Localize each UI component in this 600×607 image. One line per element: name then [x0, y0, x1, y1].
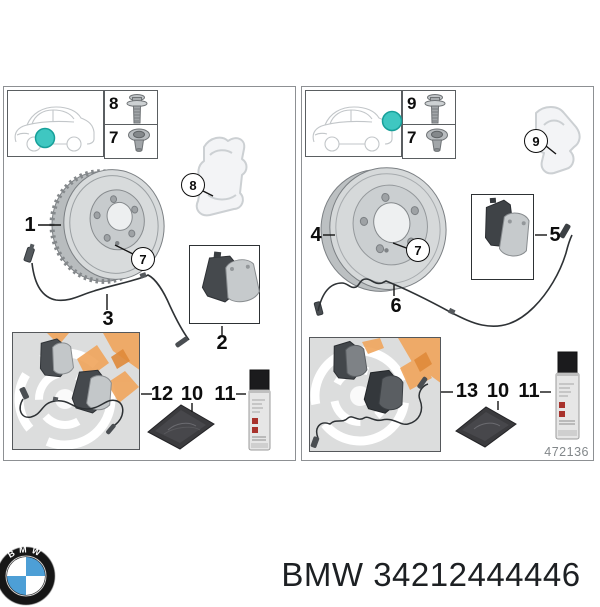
diagram-code: 472136	[544, 445, 589, 459]
bmw-roundel-logo: BMW	[0, 545, 56, 606]
callout-disc: 1	[24, 214, 36, 236]
front-brake-diagram-panel: 8 7 8 7 1 2 3 12 10 11	[3, 86, 296, 461]
inset-label-screw: 7	[407, 128, 417, 147]
callout-circle-set-screw: 7	[406, 238, 430, 262]
fastener-inset-bottom-cell	[402, 124, 456, 159]
callout-disc: 4	[310, 224, 322, 246]
callout-paste: 10	[486, 380, 510, 402]
callout-repair-kit: 12	[150, 383, 174, 405]
inset-label-bolt: 9	[407, 94, 417, 113]
kit-wear-sensor-wire	[310, 376, 429, 448]
repair-kit-illustration	[310, 338, 440, 448]
repair-kit-box	[12, 332, 140, 450]
repair-kit-box	[309, 337, 441, 452]
fastener-inset-bottom-cell	[104, 124, 158, 159]
callout-spray: 11	[518, 380, 540, 402]
repair-kit-illustration	[14, 333, 139, 449]
spray-can	[555, 351, 580, 440]
callout-circle-carrier: 9	[524, 129, 548, 153]
brake-pads-box	[189, 245, 260, 324]
kit-brake-pad-b	[71, 369, 112, 414]
rear-brake-disc	[320, 167, 447, 292]
callout-pads: 5	[549, 224, 561, 246]
kit-brake-pad-b	[363, 369, 404, 414]
callout-circle-set-screw: 7	[131, 247, 155, 271]
kit-brake-pad-a	[333, 340, 368, 380]
inset-label-screw: 7	[109, 128, 119, 147]
rear-brake-diagram-panel: 9 7 9 7 4 5 6 13 10 11 472136	[301, 86, 594, 461]
car-location-inset	[305, 90, 402, 157]
paste-sachet	[455, 406, 517, 448]
kit-brake-pad-a	[39, 338, 74, 378]
callout-spray: 11	[214, 383, 236, 405]
vented-brake-disc	[49, 169, 165, 284]
callout-wear-sensor: 3	[102, 308, 114, 330]
part-number-caption: BMW 34212444446	[281, 556, 581, 593]
callout-repair-kit: 13	[455, 380, 479, 402]
callout-circle-carrier: 8	[181, 173, 205, 197]
caliper-carrier	[195, 136, 248, 217]
callout-pads: 2	[216, 332, 228, 354]
fastener-inset-top-cell	[104, 90, 158, 125]
callout-wear-sensor: 6	[390, 295, 402, 317]
inset-label-bolt: 8	[109, 94, 119, 113]
kit-wear-sensor-wire	[19, 386, 124, 435]
car-location-inset	[7, 90, 104, 157]
fastener-inset-top-cell	[402, 90, 456, 125]
spray-can	[248, 369, 271, 451]
brake-pads-box	[471, 194, 534, 280]
callout-paste: 10	[180, 383, 204, 405]
paste-sachet	[147, 404, 215, 450]
